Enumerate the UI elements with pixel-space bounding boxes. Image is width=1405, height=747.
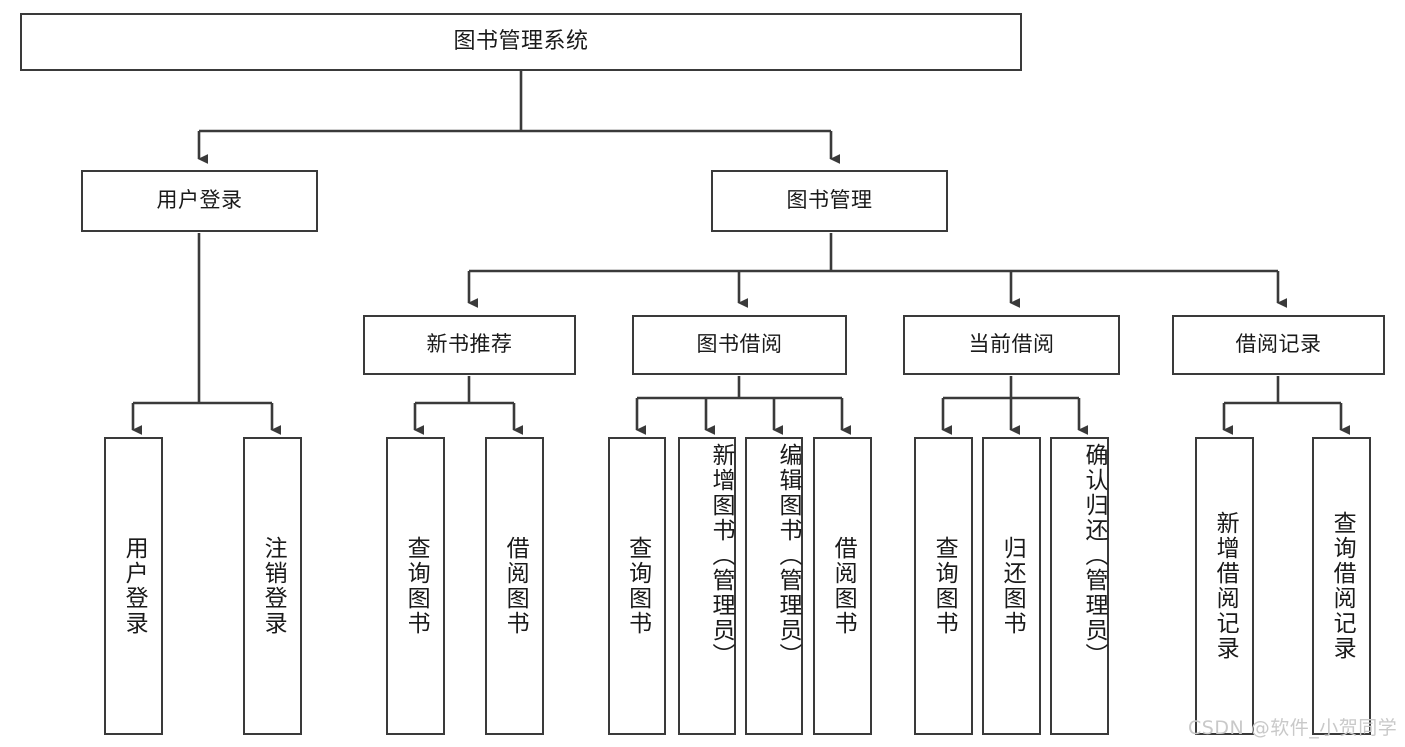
leaf-current-return-book[interactable]: 归还图书	[982, 437, 1041, 735]
leaf-borrow-add-book-admin[interactable]: 新增图书（管理员）	[678, 437, 736, 735]
leaf-user-login-login[interactable]: 用户登录	[104, 437, 163, 735]
node-user-login[interactable]: 用户登录	[81, 170, 318, 232]
leaf-current-query-book[interactable]: 查询图书	[914, 437, 973, 735]
node-new-book-recommend[interactable]: 新书推荐	[363, 315, 576, 375]
leaf-borrow-edit-book-admin[interactable]: 编辑图书（管理员）	[745, 437, 803, 735]
node-book-management[interactable]: 图书管理	[711, 170, 948, 232]
leaf-records-add-record[interactable]: 新增借阅记录	[1195, 437, 1254, 735]
leaf-borrow-query-book[interactable]: 查询图书	[608, 437, 666, 735]
node-book-borrow[interactable]: 图书借阅	[632, 315, 847, 375]
watermark: CSDN @软件_小贺同学	[1188, 717, 1398, 739]
leaf-recommend-query-book[interactable]: 查询图书	[386, 437, 445, 735]
leaf-current-confirm-return-admin[interactable]: 确认归还（管理员）	[1050, 437, 1109, 735]
leaf-user-login-logout[interactable]: 注销登录	[243, 437, 302, 735]
leaf-borrow-borrow-book[interactable]: 借阅图书	[813, 437, 872, 735]
node-current-borrow[interactable]: 当前借阅	[903, 315, 1120, 375]
node-root-system[interactable]: 图书管理系统	[20, 13, 1022, 71]
node-borrow-records[interactable]: 借阅记录	[1172, 315, 1385, 375]
leaf-records-query-record[interactable]: 查询借阅记录	[1312, 437, 1371, 735]
leaf-recommend-borrow-book[interactable]: 借阅图书	[485, 437, 544, 735]
